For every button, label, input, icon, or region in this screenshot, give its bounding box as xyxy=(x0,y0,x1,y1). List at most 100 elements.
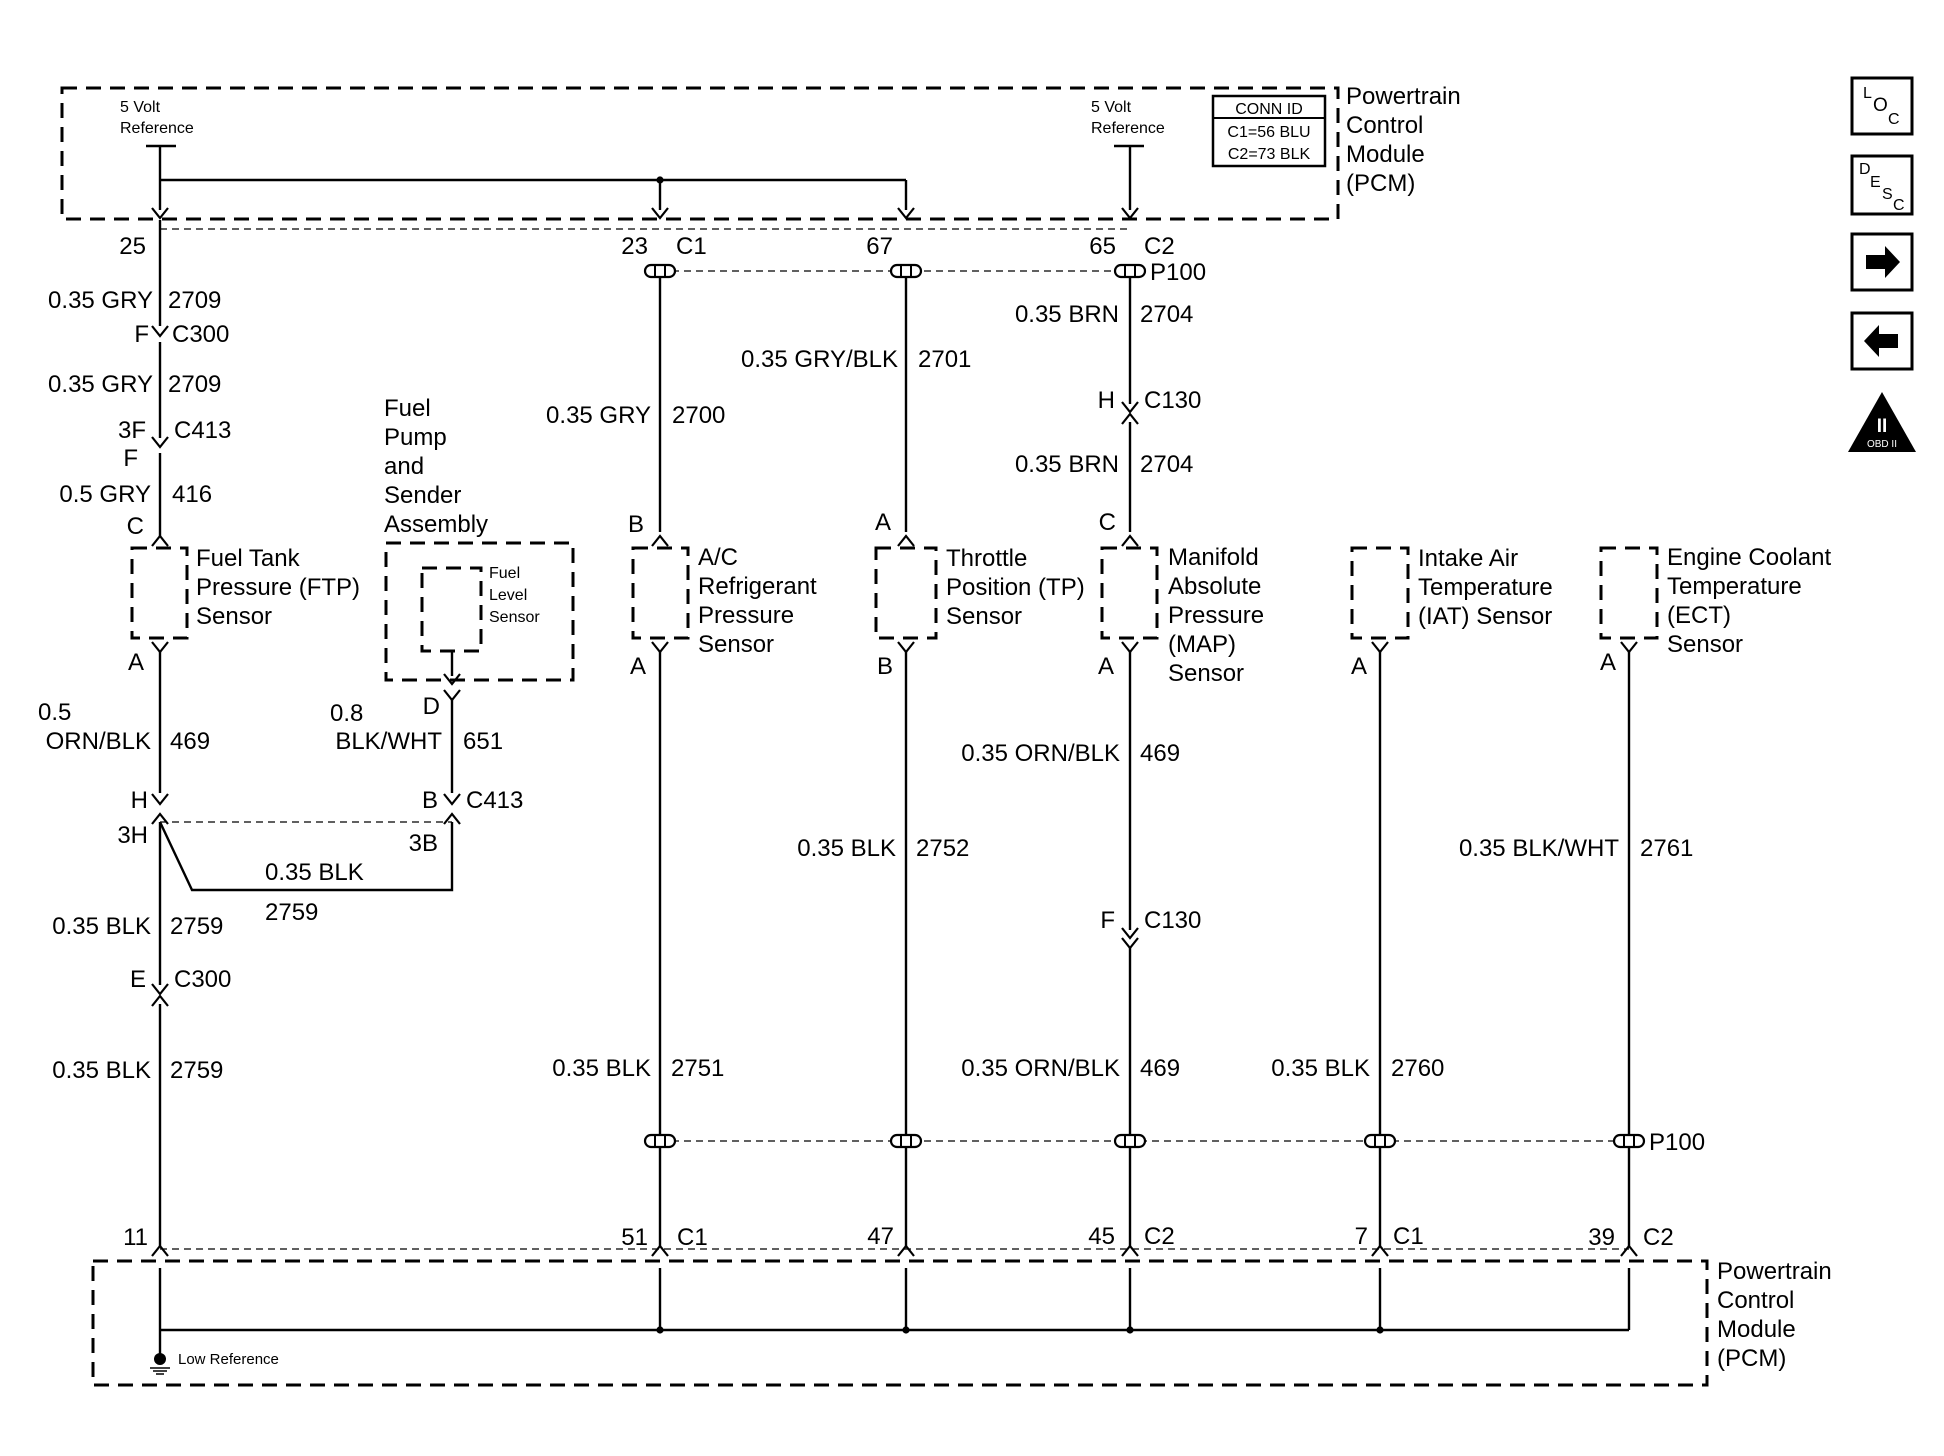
ftp-wire2-num: 2709 xyxy=(168,371,221,398)
obd-ii-icon xyxy=(1848,392,1916,452)
pcm-bottom-name-4: (PCM) xyxy=(1717,1345,1786,1372)
pcm-top-ref-left-1: 5 Volt xyxy=(120,99,161,116)
tp-top-pin: A xyxy=(875,509,891,536)
bottom-pin-51: 51 xyxy=(621,1224,648,1251)
pcm-top-name-1: Powertrain xyxy=(1346,83,1461,110)
ftp-sensor-line-1: Fuel Tank xyxy=(196,545,301,572)
top-pin-65-conn: C2 xyxy=(1144,233,1175,260)
ftp-sensor-line-3: Sensor xyxy=(196,603,272,630)
ftp-c413-pin: 3F xyxy=(118,417,146,444)
bottom-pin-39: 39 xyxy=(1588,1224,1615,1251)
tp-sensor-body xyxy=(874,546,938,640)
ftp-splice-pin: H xyxy=(131,787,148,814)
iat-sensor-body xyxy=(1350,546,1410,640)
ftp-wire2-color: 0.35 GRY xyxy=(48,371,153,398)
map-c130-pin: H xyxy=(1098,387,1115,414)
bottom-pin-7-conn: C1 xyxy=(1393,1223,1424,1250)
fuel-pump-title-5: Assembly xyxy=(384,511,488,538)
bottom-pin-47: 47 xyxy=(867,1223,894,1250)
ac-sensor-body xyxy=(631,546,690,640)
map-wire2-color: 0.35 BRN xyxy=(1015,451,1119,478)
conn-id-title: CONN ID xyxy=(1235,101,1303,118)
ground-dot-icon xyxy=(154,1353,166,1365)
forward-button[interactable] xyxy=(1850,232,1914,292)
jumper-wire-color: 0.35 BLK xyxy=(265,859,364,886)
bottom-pin-7: 7 xyxy=(1355,1223,1368,1250)
fuel-pump-pin-d: D xyxy=(423,693,440,720)
iat-sensor-line-1: Intake Air xyxy=(1418,545,1518,572)
iat-bot-pin: A xyxy=(1351,653,1367,680)
ftp-wire4-color-1: 0.5 xyxy=(38,699,71,726)
pcm-bottom-name-2: Control xyxy=(1717,1287,1794,1314)
tp-sensor-line-1: Throttle xyxy=(946,545,1027,572)
ftp-wire6-num: 2759 xyxy=(170,1057,223,1084)
conn-id-c1: C1=56 BLU xyxy=(1227,124,1310,141)
tp-sensor-line-2: Position (TP) xyxy=(946,574,1085,601)
top-pin-23-conn: C1 xyxy=(676,233,707,260)
fuel-level-sensor-3: Sensor xyxy=(489,609,540,626)
low-reference-label: Low Reference xyxy=(178,1351,279,1368)
description-icon-s: S xyxy=(1882,186,1893,203)
map-sensor-line-3: Pressure xyxy=(1168,602,1264,629)
ftp-c300b: C300 xyxy=(174,966,231,993)
bottom-pin-45: 45 xyxy=(1088,1223,1115,1250)
ftp-sensor-bot-pin: A xyxy=(128,649,144,676)
map-circuit: 0.35 BRN 2704 H C130 0.35 BRN 2704 C Man… xyxy=(961,277,1264,1246)
ftp-sensor-line-2: Pressure (FTP) xyxy=(196,574,360,601)
location-icon-c: C xyxy=(1888,111,1900,128)
iat-sensor-line-2: Temperature xyxy=(1418,574,1553,601)
ac-wire1-num: 2700 xyxy=(672,402,725,429)
iat-sensor-line-3: (IAT) Sensor xyxy=(1418,603,1552,630)
ftp-sensor-top-pin: C xyxy=(127,513,144,540)
tp-wire2-num: 2752 xyxy=(916,835,969,862)
conn-id-c2: C2=73 BLK xyxy=(1228,146,1311,163)
top-pin-67: 67 xyxy=(866,233,893,260)
fuel-pump-title-4: Sender xyxy=(384,482,461,509)
top-pin-65: 65 xyxy=(1089,233,1116,260)
map-wire1-num: 2704 xyxy=(1140,301,1193,328)
tp-wire2-color: 0.35 BLK xyxy=(797,835,896,862)
fuel-pump-pin-3b: 3B xyxy=(409,830,438,857)
ftp-c300b-pin: E xyxy=(130,966,146,993)
fuel-level-sensor-body xyxy=(420,566,483,653)
location-button[interactable]: L O C xyxy=(1850,76,1914,136)
arrow-left-icon xyxy=(1864,325,1898,357)
map-wire1-color: 0.35 BRN xyxy=(1015,301,1119,328)
fuel-pump-title-1: Fuel xyxy=(384,395,431,422)
ac-top-pin: B xyxy=(628,511,644,538)
ect-bot-pin: A xyxy=(1600,649,1616,676)
back-button[interactable] xyxy=(1850,311,1914,371)
ftp-c300-pin: F xyxy=(134,321,149,348)
ftp-wire3-color: 0.5 GRY xyxy=(59,481,151,508)
map-bot-pin: A xyxy=(1098,653,1114,680)
ftp-wire4-color-2: ORN/BLK xyxy=(46,728,151,755)
ect-sensor-line-1: Engine Coolant xyxy=(1667,544,1831,571)
ftp-sensor-body xyxy=(130,546,189,640)
fuel-pump-title-3: and xyxy=(384,453,424,480)
map-c130b: C130 xyxy=(1144,907,1201,934)
description-icon-e: E xyxy=(1870,174,1881,191)
ac-wire1-color: 0.35 GRY xyxy=(546,402,651,429)
ac-wire2-num: 2751 xyxy=(671,1055,724,1082)
fuel-level-sensor-2: Level xyxy=(489,587,527,604)
obd-ii-button[interactable]: II OBD II xyxy=(1848,392,1916,452)
map-sensor-line-1: Manifold xyxy=(1168,544,1259,571)
map-sensor-body xyxy=(1100,546,1159,640)
ac-bot-pin: A xyxy=(630,653,646,680)
ect-sensor-line-2: Temperature xyxy=(1667,573,1802,600)
conn-id-box: CONN ID C1=56 BLU C2=73 BLK xyxy=(1211,94,1327,168)
bottom-pin-51-conn: C1 xyxy=(677,1224,708,1251)
fuel-pump-wire-num: 651 xyxy=(463,728,503,755)
iat-circuit: Intake Air Temperature (IAT) Sensor A 0.… xyxy=(1271,545,1553,1246)
ftp-circuit: 0.35 GRY 2709 F C300 0.35 GRY 2709 3F C4… xyxy=(38,220,360,1246)
pcm-top-ref-right-2: Reference xyxy=(1091,120,1165,137)
map-sensor-line-4: (MAP) xyxy=(1168,631,1236,658)
pcm-bottom-name-3: Module xyxy=(1717,1316,1796,1343)
map-sensor-line-2: Absolute xyxy=(1168,573,1261,600)
obd-ii-numeral: II xyxy=(1877,416,1888,437)
description-button[interactable]: D E S C xyxy=(1850,154,1914,216)
top-pin-25: 25 xyxy=(119,233,146,260)
map-c130: C130 xyxy=(1144,387,1201,414)
map-wire3-color: 0.35 ORN/BLK xyxy=(961,740,1120,767)
tp-circuit: 0.35 GRY/BLK 2701 A Throttle Position (T… xyxy=(741,277,1085,1246)
